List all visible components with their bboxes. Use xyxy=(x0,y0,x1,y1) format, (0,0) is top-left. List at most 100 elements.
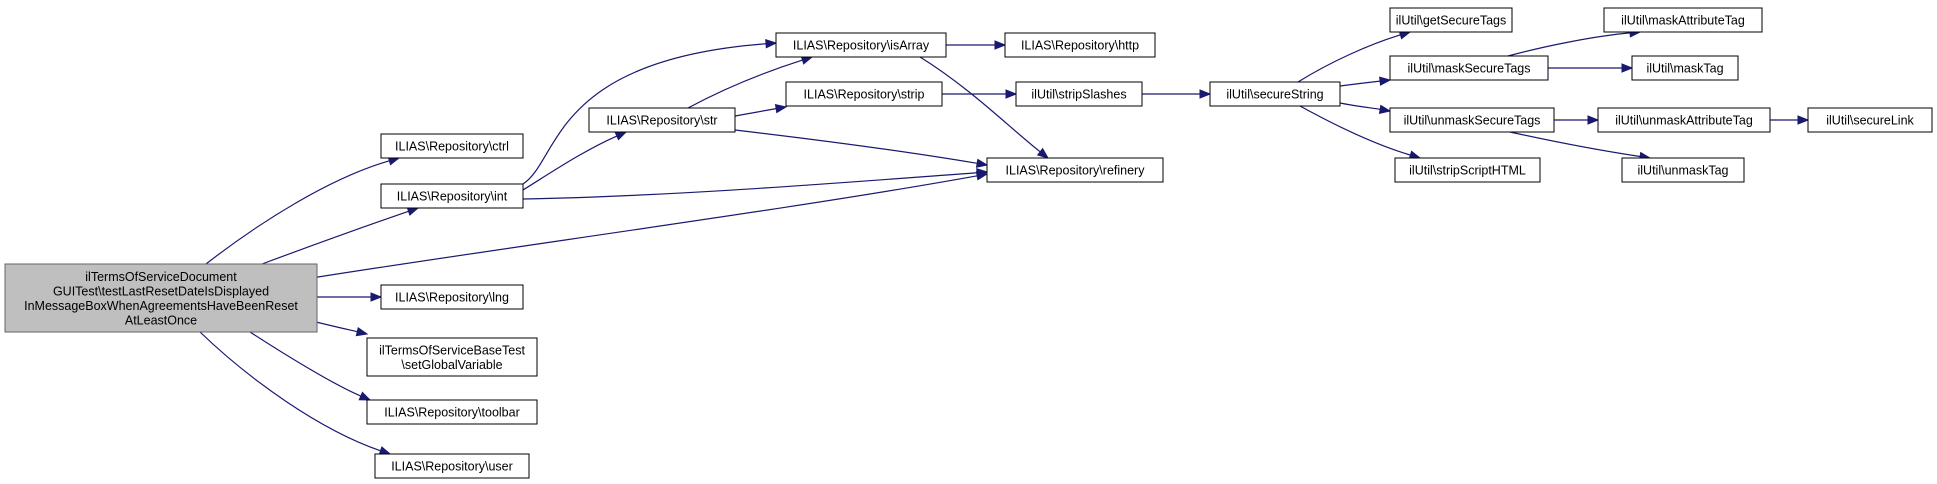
node-label: ilUtil\unmaskSecureTags xyxy=(1404,114,1541,128)
node-box xyxy=(1631,55,1739,81)
node-box xyxy=(1603,7,1763,33)
node-stripSlashes: ilUtil\stripSlashes xyxy=(1015,81,1143,107)
edge-line xyxy=(522,172,978,200)
node-label: ILIAS\Repository\refinery xyxy=(1006,164,1146,178)
node-label: ILIAS\Repository\int xyxy=(397,190,508,204)
node-box xyxy=(986,157,1164,183)
edge-line xyxy=(687,59,803,109)
arrowhead xyxy=(774,104,788,114)
arrowhead xyxy=(765,39,778,49)
edge-line xyxy=(311,175,978,279)
edge-root-to-ctrl xyxy=(205,156,401,265)
node-getSecureTags: ilUtil\getSecureTags xyxy=(1389,7,1513,33)
edge-int-to-str xyxy=(522,131,628,191)
node-box xyxy=(588,107,736,133)
node-maskSecureTags: ilUtil\maskSecureTags xyxy=(1389,55,1549,81)
node-label: ilUtil\secureLink xyxy=(1826,114,1914,128)
arrowhead xyxy=(406,206,420,216)
arrowhead xyxy=(1199,89,1212,99)
node-root: ilTermsOfServiceDocumentGUITest\testLast… xyxy=(4,263,318,333)
node-label: ILIAS\Repository\ctrl xyxy=(395,140,509,154)
arrowhead xyxy=(355,326,369,337)
node-unmaskTag: ilUtil\unmaskTag xyxy=(1621,157,1745,183)
node-box xyxy=(1209,81,1341,107)
edge-line xyxy=(734,108,777,117)
node-label: ILIAS\Repository\lng xyxy=(395,291,509,305)
node-box xyxy=(1807,107,1933,133)
edge-line xyxy=(522,135,618,191)
node-secureLink: ilUtil\secureLink xyxy=(1807,107,1933,133)
edge-strip-to-stripSlashes xyxy=(942,89,1018,99)
node-box xyxy=(366,337,538,377)
node-lng: ILIAS\Repository\lng xyxy=(380,284,524,310)
node-box xyxy=(1015,81,1143,107)
node-label: ilUtil\unmaskAttributeTag xyxy=(1615,114,1753,128)
node-strip: ILIAS\Repository\strip xyxy=(785,81,943,107)
edge-isArray-to-http xyxy=(946,40,1007,50)
node-label: ilUtil\maskTag xyxy=(1646,62,1723,76)
node-box xyxy=(380,133,524,159)
node-box xyxy=(1621,157,1745,183)
node-box xyxy=(1389,55,1549,81)
edge-root-to-lng xyxy=(312,292,383,302)
arrowhead xyxy=(1005,89,1018,99)
edge-unmaskAttributeTag-to-secureLink xyxy=(1770,115,1810,125)
node-box xyxy=(1597,107,1771,133)
edge-line xyxy=(1339,80,1381,87)
edge-line xyxy=(261,210,409,265)
node-stripScriptHTML: ilUtil\stripScriptHTML xyxy=(1394,157,1541,183)
node-ctrl: ILIAS\Repository\ctrl xyxy=(380,133,524,159)
arrowhead xyxy=(1036,147,1050,159)
node-toolbar: ILIAS\Repository\toolbar xyxy=(366,399,538,425)
node-unmaskAttributeTag: ilUtil\unmaskAttributeTag xyxy=(1597,107,1771,133)
node-label: ILIAS\Repository\isArray xyxy=(793,39,930,53)
node-box xyxy=(1389,7,1513,33)
node-label: \setGlobalVariable xyxy=(401,358,502,372)
edge-unmaskSecureTags-to-unmaskAttributeTag xyxy=(1554,115,1600,125)
edge-line xyxy=(205,160,390,265)
edge-root-to-toolbar xyxy=(249,331,372,401)
edge-int-to-refinery xyxy=(522,168,989,200)
edge-line xyxy=(249,331,362,397)
edge-line xyxy=(1299,105,1411,156)
edge-line xyxy=(919,56,1041,153)
edge-line xyxy=(1339,102,1381,110)
arrowhead xyxy=(1797,115,1810,125)
call-nodes: ilTermsOfServiceDocumentGUITest\testLast… xyxy=(4,7,1933,479)
arrowhead xyxy=(1378,104,1392,114)
node-box xyxy=(1394,157,1541,183)
edge-secureString-to-unmaskSecureTags xyxy=(1339,102,1392,114)
node-label: AtLeastOnce xyxy=(125,313,197,327)
edge-secureString-to-getSecureTags xyxy=(1297,30,1412,83)
node-label: ilUtil\stripScriptHTML xyxy=(1409,164,1526,178)
node-box xyxy=(366,399,538,425)
node-http: ILIAS\Repository\http xyxy=(1004,32,1156,58)
node-secureString: ilUtil\secureString xyxy=(1209,81,1341,107)
node-unmaskSecureTags: ilUtil\unmaskSecureTags xyxy=(1389,107,1555,133)
node-box xyxy=(380,183,524,209)
arrowhead xyxy=(1621,63,1634,73)
node-box xyxy=(374,453,530,479)
edge-line xyxy=(1507,32,1631,57)
arrowhead xyxy=(358,391,372,401)
node-box xyxy=(775,32,947,58)
node-label: ilTermsOfServiceDocument xyxy=(85,270,237,284)
node-box xyxy=(785,81,943,107)
edge-isArray-to-refinery xyxy=(919,56,1050,159)
node-label: InMessageBoxWhenAgreementsHaveBeenReset xyxy=(24,299,298,313)
node-label: ilUtil\getSecureTags xyxy=(1396,14,1506,28)
node-box xyxy=(1004,32,1156,58)
node-str: ILIAS\Repository\str xyxy=(588,107,736,133)
edge-unmaskSecureTags-to-unmaskTag xyxy=(1509,131,1652,162)
node-label: ILIAS\Repository\strip xyxy=(804,88,925,102)
edge-maskSecureTags-to-maskAttributeTag xyxy=(1507,28,1642,57)
arrowhead xyxy=(378,446,392,456)
edge-maskSecureTags-to-maskTag xyxy=(1548,63,1634,73)
call-edges xyxy=(199,28,1810,456)
node-label: ilUtil\maskAttributeTag xyxy=(1621,14,1745,28)
node-label: ILIAS\Repository\http xyxy=(1021,39,1139,53)
edge-root-to-int xyxy=(261,206,420,265)
node-label: ilTermsOfServiceBaseTest xyxy=(379,343,525,357)
node-label: ilUtil\unmaskTag xyxy=(1637,164,1728,178)
node-box xyxy=(1389,107,1555,133)
